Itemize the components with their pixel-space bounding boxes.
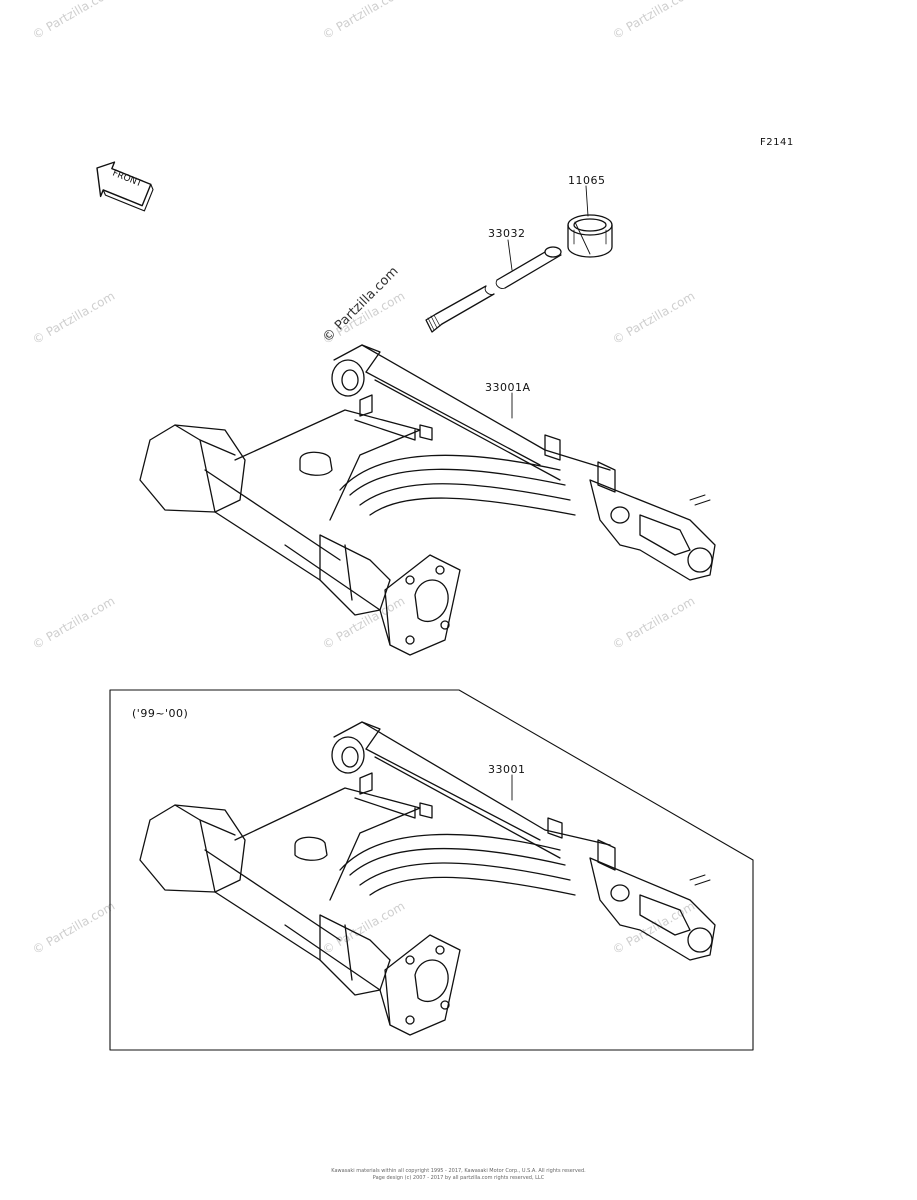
- pivot-shaft-33032: [425, 246, 562, 333]
- front-arrow-icon: [96, 161, 154, 212]
- leader-11065: [585, 185, 589, 217]
- part-number-33001A: 33001A: [485, 381, 531, 394]
- part-number-11065: 11065: [568, 174, 606, 187]
- copyright-line-2: Page design (c) 2007 - 2017 by all partz…: [372, 1175, 545, 1181]
- part-number-33001: 33001: [488, 763, 526, 776]
- bushing-11065: [567, 214, 613, 258]
- swingarm-33001: [139, 721, 716, 1036]
- variant-note: ('99~'00): [132, 707, 189, 720]
- front-label: FRONT: [111, 169, 144, 190]
- variant-box: [109, 689, 754, 1051]
- part-number-33032: 33032: [488, 227, 526, 240]
- figure-code: F2141: [760, 137, 794, 148]
- leader-33032: [507, 239, 513, 271]
- copyright-line-1: Kawasaki materials within all copyright …: [331, 1168, 586, 1174]
- swingarm-33001A: [139, 344, 716, 656]
